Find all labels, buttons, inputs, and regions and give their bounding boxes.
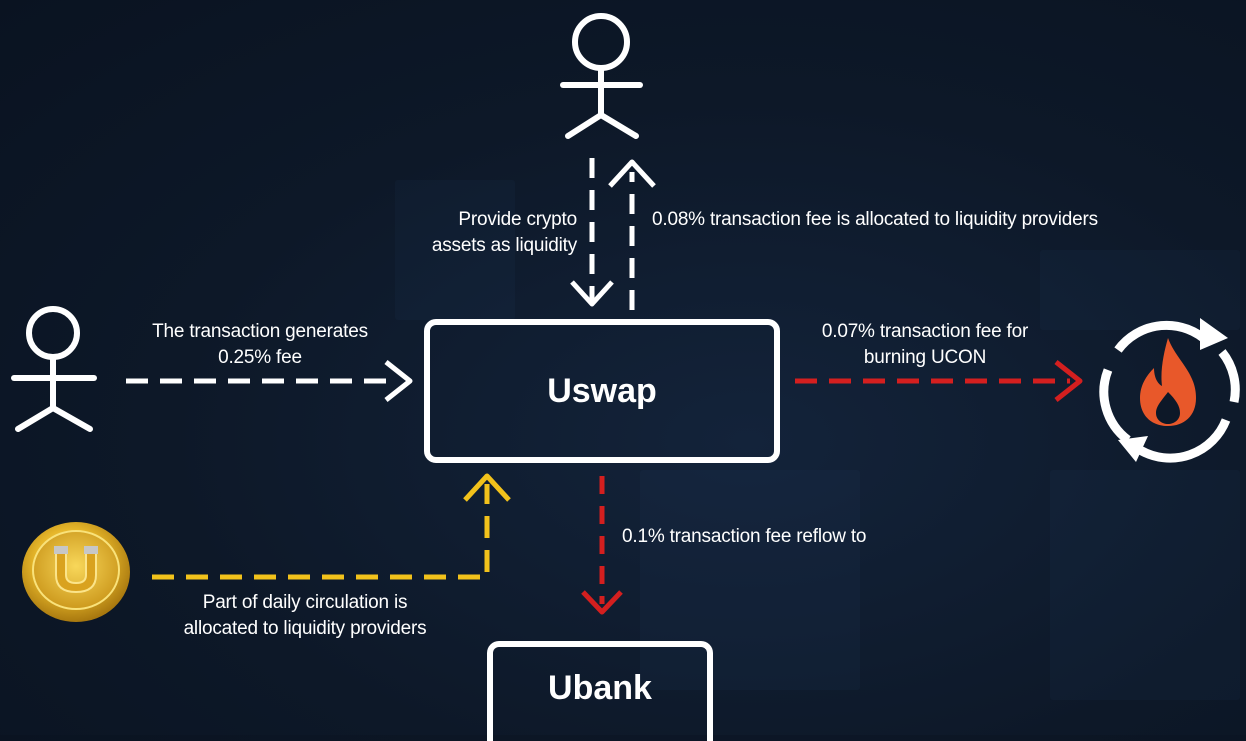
burn-fee-line-1: 0.07% transaction fee for (821, 321, 1029, 342)
uswap-node: Uswap (424, 319, 780, 463)
provide-liquidity-label: Provide crypto assets as liquidity (380, 207, 577, 259)
transaction-fee-line-2: 0.25% fee (218, 347, 302, 368)
burn-fee-label: 0.07% transaction fee for burning UCON (790, 319, 1060, 371)
uswap-label: Uswap (547, 371, 657, 410)
lp-fee-text: 0.08% transaction fee is allocated to li… (652, 209, 1098, 230)
lp-fee-label: 0.08% transaction fee is allocated to li… (652, 207, 1098, 233)
liquidity-provider-icon (560, 13, 643, 139)
daily-circulation-line-1: Part of daily circulation is (202, 592, 408, 613)
provide-liquidity-line-1: Provide crypto (458, 209, 577, 230)
daily-circulation-label: Part of daily circulation is allocated t… (140, 590, 470, 642)
transaction-fee-label: The transaction generates 0.25% fee (110, 319, 410, 371)
burn-fee-line-2: burning UCON (863, 347, 987, 368)
burn-fee-arrow (795, 360, 1083, 402)
recycle-flame-icon (1099, 318, 1240, 463)
ubank-node: Ubank (487, 641, 713, 741)
daily-circulation-line-2: allocated to liquidity providers (183, 618, 427, 639)
transaction-fee-arrow (126, 360, 413, 402)
provide-liquidity-line-2: assets as liquidity (431, 235, 577, 256)
background-block (640, 470, 860, 690)
background-block (1050, 470, 1240, 700)
reflow-fee-label: 0.1% transaction fee reflow to (622, 524, 867, 550)
background-block (395, 180, 515, 320)
coin-magnet-icon (22, 522, 130, 622)
ubank-label: Ubank (548, 668, 652, 707)
lp-fee-arrow (608, 159, 656, 310)
reflow-fee-text: 0.1% transaction fee reflow to (622, 526, 867, 547)
daily-circulation-arrow (152, 473, 511, 580)
provide-liquidity-arrow (570, 158, 614, 307)
reflow-fee-arrow (581, 476, 623, 615)
trader-icon (11, 306, 97, 432)
background-block (1040, 250, 1240, 330)
transaction-fee-line-1: The transaction generates (152, 321, 368, 342)
